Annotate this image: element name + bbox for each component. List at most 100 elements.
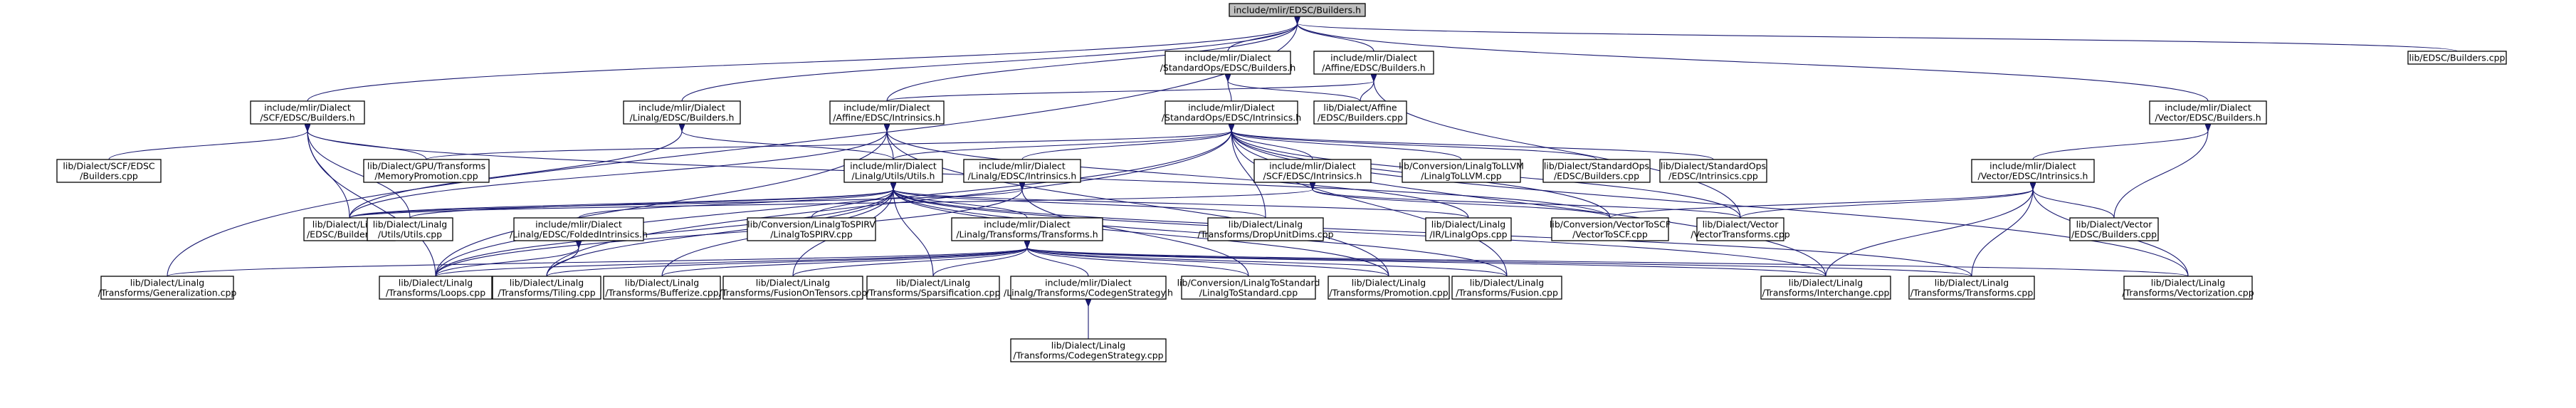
node-box bbox=[1229, 3, 1366, 17]
node-aff_i[interactable]: include/mlir/Dialect/Affine/EDSC/Intrins… bbox=[829, 100, 945, 125]
node-linalg_utils_cpp[interactable]: lib/Dialect/Linalg/Utils/Utils.cpp bbox=[367, 217, 453, 241]
node-codegen_cpp[interactable]: lib/Dialect/Linalg/Transforms/CodegenStr… bbox=[1010, 338, 1167, 362]
edge-interchange-to-linalg_utils bbox=[893, 189, 1826, 277]
file-nodes: include/mlir/EDSC/Builders.h include/mlir… bbox=[56, 3, 2507, 362]
edge-fusion-to-std_i bbox=[1231, 131, 1508, 277]
node-label-line: lib/Dialect/Linalg bbox=[756, 278, 830, 288]
node-label-line: lib/Conversion/VectorToSCF bbox=[1550, 219, 1671, 230]
node-std_b[interactable]: include/mlir/Dialect/StandardOps/EDSC/Bu… bbox=[1160, 51, 1296, 75]
node-aff_cpp[interactable]: lib/Dialect/Affine/EDSC/Builders.cpp bbox=[1313, 100, 1407, 125]
edge-promotion-to-aff_i bbox=[887, 131, 1389, 277]
node-promotion[interactable]: lib/Dialect/Linalg/Transforms/Promotion.… bbox=[1328, 276, 1450, 300]
node-tiling[interactable]: lib/Dialect/Linalg/Transforms/Tiling.cpp bbox=[492, 276, 601, 300]
node-interchange[interactable]: lib/Dialect/Linalg/Transforms/Interchang… bbox=[1760, 276, 1891, 300]
node-vec_trans[interactable]: lib/Dialect/Vector/VectorTransforms.cpp bbox=[1691, 217, 1790, 241]
node-box bbox=[1165, 51, 1291, 75]
edge-linalg_ops-to-aff_i bbox=[887, 131, 1469, 219]
edge-vec_trans-to-aff_b bbox=[1374, 81, 1741, 219]
edge-gpu_mp-to-scf_b bbox=[307, 131, 427, 160]
node-linalg_ops[interactable]: lib/Dialect/Linalg/IR/LinalgOps.cpp bbox=[1425, 217, 1512, 241]
node-fusion[interactable]: lib/Dialect/Linalg/Transforms/Fusion.cpp bbox=[1451, 276, 1562, 300]
node-conv_llvm[interactable]: lib/Conversion/LinalgToLLVM/LinalgToLLVM… bbox=[1399, 159, 1524, 183]
node-box bbox=[2407, 51, 2507, 65]
node-box bbox=[100, 276, 234, 300]
node-vectorization[interactable]: lib/Dialect/Linalg/Transforms/Vectorizat… bbox=[2122, 276, 2254, 300]
node-root[interactable]: include/mlir/EDSC/Builders.h bbox=[1229, 3, 1366, 17]
node-std_b_cpp[interactable]: lib/Dialect/StandardOps/EDSC/Builders.cp… bbox=[1542, 159, 1651, 183]
node-loops[interactable]: lib/Dialect/Linalg/Transforms/Loops.cpp bbox=[379, 276, 493, 300]
node-label-line: lib/Dialect/StandardOps bbox=[1661, 161, 1766, 172]
node-box bbox=[1451, 276, 1562, 300]
edge-vec_trans-to-scf_i bbox=[1313, 189, 1741, 219]
node-linalg_i[interactable]: include/mlir/Dialect/Linalg/EDSC/Intrins… bbox=[963, 159, 1081, 183]
node-label-line: lib/Dialect/Linalg bbox=[1935, 278, 2009, 288]
node-label-line: include/mlir/Dialect bbox=[850, 161, 937, 172]
node-vec_to_scf[interactable]: lib/Conversion/VectorToSCF/VectorToSCF.c… bbox=[1550, 217, 1671, 241]
node-lib_edsc[interactable]: lib/EDSC/Builders.cpp bbox=[2407, 51, 2507, 65]
edge-vec_b_cpp-to-vec_i bbox=[2033, 189, 2115, 219]
edge-std_b-to-root bbox=[1227, 23, 1298, 52]
node-label-line: /Transforms/Vectorization.cpp bbox=[2122, 288, 2254, 298]
node-std_i_cpp[interactable]: lib/Dialect/StandardOps/EDSC/Intrinsics.… bbox=[1659, 159, 1767, 183]
node-fusion_tensors[interactable]: lib/Dialect/Linalg/Transforms/FusionOnTe… bbox=[719, 276, 868, 300]
node-label-line: lib/Dialect/Linalg bbox=[625, 278, 699, 288]
edge-aff_i-to-root bbox=[886, 23, 1298, 102]
node-label-line: lib/Dialect/Linalg bbox=[373, 219, 447, 230]
node-vec_b_cpp[interactable]: lib/Dialect/Vector/EDSC/Builders.cpp bbox=[2069, 217, 2159, 241]
node-label-line: /EDSC/Builders.cpp bbox=[2071, 229, 2157, 240]
edge-linalg_edsc_cpp-to-scf_b bbox=[307, 131, 350, 219]
node-label-line: include/mlir/Dialect bbox=[979, 161, 1066, 172]
node-folded[interactable]: include/mlir/Dialect/Linalg/EDSC/FoldedI… bbox=[510, 217, 648, 241]
node-transforms_cpp[interactable]: lib/Dialect/Linalg/Transforms/Transforms… bbox=[1908, 276, 2035, 300]
node-label-line: /EDSC/Builders.cpp bbox=[1318, 113, 1403, 123]
edge-sparsification-to-transforms_h bbox=[932, 248, 1027, 277]
node-label-line: /Transforms/CodegenStrategy.cpp bbox=[1013, 350, 1163, 361]
node-label-line: /Linalg/Transforms/CodegenStrategy.h bbox=[1004, 288, 1173, 298]
node-box bbox=[866, 276, 1000, 300]
node-label-line: include/mlir/Dialect bbox=[1184, 53, 1271, 63]
node-label-line: include/mlir/Dialect bbox=[843, 103, 930, 113]
node-label-line: /Linalg/EDSC/Intrinsics.h bbox=[968, 171, 1077, 182]
node-label-line: /Transforms/Transforms.cpp bbox=[1910, 288, 2034, 298]
edge-fusion-to-transforms_h bbox=[1027, 248, 1508, 277]
edge-folded-to-linalg_utils bbox=[578, 189, 893, 219]
edge-gpu_mp-to-std_i bbox=[426, 131, 1231, 160]
node-label-line: lib/Dialect/SCF/EDSC bbox=[63, 161, 155, 172]
node-conv_std[interactable]: lib/Conversion/LinalgToStandard/LinalgTo… bbox=[1177, 276, 1320, 300]
node-generalization[interactable]: lib/Dialect/Linalg/Transforms/Generaliza… bbox=[98, 276, 237, 300]
node-linalg_b[interactable]: include/mlir/Dialect/Linalg/EDSC/Builder… bbox=[623, 100, 741, 125]
node-sparsification[interactable]: lib/Dialect/Linalg/Transforms/Sparsifica… bbox=[866, 276, 1001, 300]
node-drop_unit[interactable]: lib/Dialect/Linalg/Transforms/DropUnitDi… bbox=[1197, 217, 1334, 241]
edge-linalg_utils_cpp-to-scf_b bbox=[307, 131, 411, 219]
node-box bbox=[1313, 100, 1407, 125]
node-label-line: lib/Conversion/LinalgToStandard bbox=[1177, 278, 1320, 288]
node-box bbox=[492, 276, 601, 300]
node-scf_i[interactable]: include/mlir/Dialect/SCF/EDSC/Intrinsics… bbox=[1253, 159, 1372, 183]
node-label-line: include/mlir/EDSC/Builders.h bbox=[1234, 5, 1361, 16]
node-conv_spirv[interactable]: lib/Conversion/LinalgToSPIRV/LinalgToSPI… bbox=[747, 217, 876, 241]
node-linalg_utils[interactable]: include/mlir/Dialect/Linalg/Utils/Utils.… bbox=[843, 159, 943, 183]
node-vec_b[interactable]: include/mlir/Dialect/Vector/EDSC/Builder… bbox=[2149, 100, 2267, 125]
node-label-line: /SCF/EDSC/Builders.h bbox=[260, 113, 354, 123]
node-transforms_h[interactable]: include/mlir/Dialect/Linalg/Transforms/T… bbox=[951, 217, 1103, 241]
node-scf_b[interactable]: include/mlir/Dialect/SCF/EDSC/Builders.h bbox=[250, 100, 365, 125]
node-codegen_h[interactable]: include/mlir/Dialect/Linalg/Transforms/C… bbox=[1004, 276, 1173, 300]
edge-vectorization-to-std_i bbox=[1231, 131, 2189, 277]
edge-lib_edsc-to-root bbox=[1298, 23, 2458, 52]
node-aff_b[interactable]: include/mlir/Dialect/Affine/EDSC/Builder… bbox=[1313, 51, 1434, 75]
node-box bbox=[1908, 276, 2035, 300]
node-label-line: /Transforms/FusionOnTensors.cpp bbox=[719, 288, 868, 298]
edge-transforms_h-to-linalg_utils bbox=[893, 189, 1028, 219]
node-box bbox=[2123, 276, 2253, 300]
edge-aff_cpp-to-aff_b bbox=[1360, 81, 1374, 102]
node-box bbox=[1328, 276, 1450, 300]
node-bufferize[interactable]: lib/Dialect/Linalg/Transforms/Bufferize.… bbox=[603, 276, 721, 300]
edge-fusion_tensors-to-transforms_h bbox=[792, 248, 1027, 277]
node-std_i[interactable]: include/mlir/Dialect/StandardOps/EDSC/In… bbox=[1162, 100, 1301, 125]
node-label-line: lib/Dialect/Linalg bbox=[1051, 340, 1125, 351]
node-box bbox=[603, 276, 721, 300]
node-scf_cpp[interactable]: lib/Dialect/SCF/EDSC/Builders.cpp bbox=[56, 159, 162, 183]
node-vec_i[interactable]: include/mlir/Dialect/Vector/EDSC/Intrins… bbox=[1971, 159, 2095, 183]
node-gpu_mp[interactable]: lib/Dialect/GPU/Transforms/MemoryPromoti… bbox=[363, 159, 490, 183]
